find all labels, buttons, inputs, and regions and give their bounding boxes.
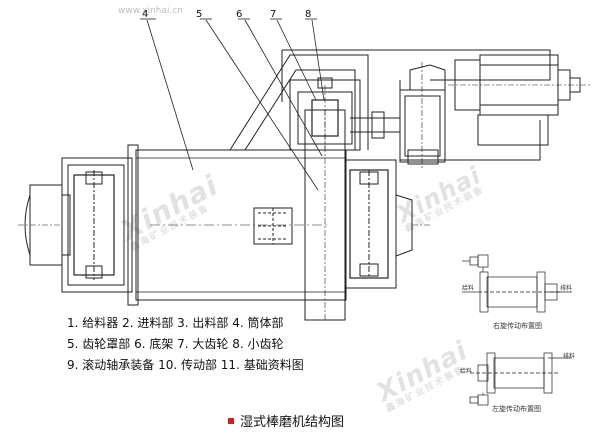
feed-end — [18, 157, 133, 293]
legend-line-2: 5. 齿轮罩部 6. 底架 7. 大齿轮 8. 小齿轮 — [67, 337, 284, 351]
gear-cover — [229, 54, 369, 151]
caption-text: 湿式棒磨机结构图 — [240, 415, 345, 430]
callout-7: 7 — [270, 9, 277, 20]
left-layout-caption: 左旋传动布置图 — [492, 405, 541, 413]
parts-legend: 1. 给料器 2. 进料部 3. 出料部 4. 筒体部 5. 齿轮罩部 6. 底… — [67, 313, 304, 376]
label-feed-bottom: 给料 — [460, 368, 473, 375]
motor — [448, 54, 590, 146]
legend-line-1: 1. 给料器 2. 进料部 3. 出料部 4. 筒体部 — [67, 316, 284, 330]
leader-lines — [140, 18, 325, 191]
callout-6: 6 — [236, 9, 243, 20]
callout-5: 5 — [196, 9, 203, 20]
gearbox — [399, 62, 446, 168]
label-discharge-bottom: 排料 — [563, 353, 576, 360]
right-hand-layout — [462, 254, 572, 313]
callout-4: 4 — [142, 9, 149, 20]
label-feed-top: 给料 — [462, 285, 475, 292]
figure-caption: 湿式棒磨机结构图 — [228, 411, 344, 430]
watermark-site: www.xinhai.cn — [118, 6, 183, 16]
right-layout-caption: 右旋传动布置图 — [493, 322, 542, 330]
callout-8: 8 — [305, 9, 312, 20]
caption-bullet-icon — [228, 417, 234, 424]
legend-line-3: 9. 滚动轴承装备 10. 传动部 11. 基础资料图 — [67, 358, 304, 372]
label-discharge-top: 排料 — [560, 285, 573, 292]
left-hand-layout — [469, 352, 572, 406]
mill-body — [127, 144, 347, 306]
discharge-end — [345, 159, 430, 289]
